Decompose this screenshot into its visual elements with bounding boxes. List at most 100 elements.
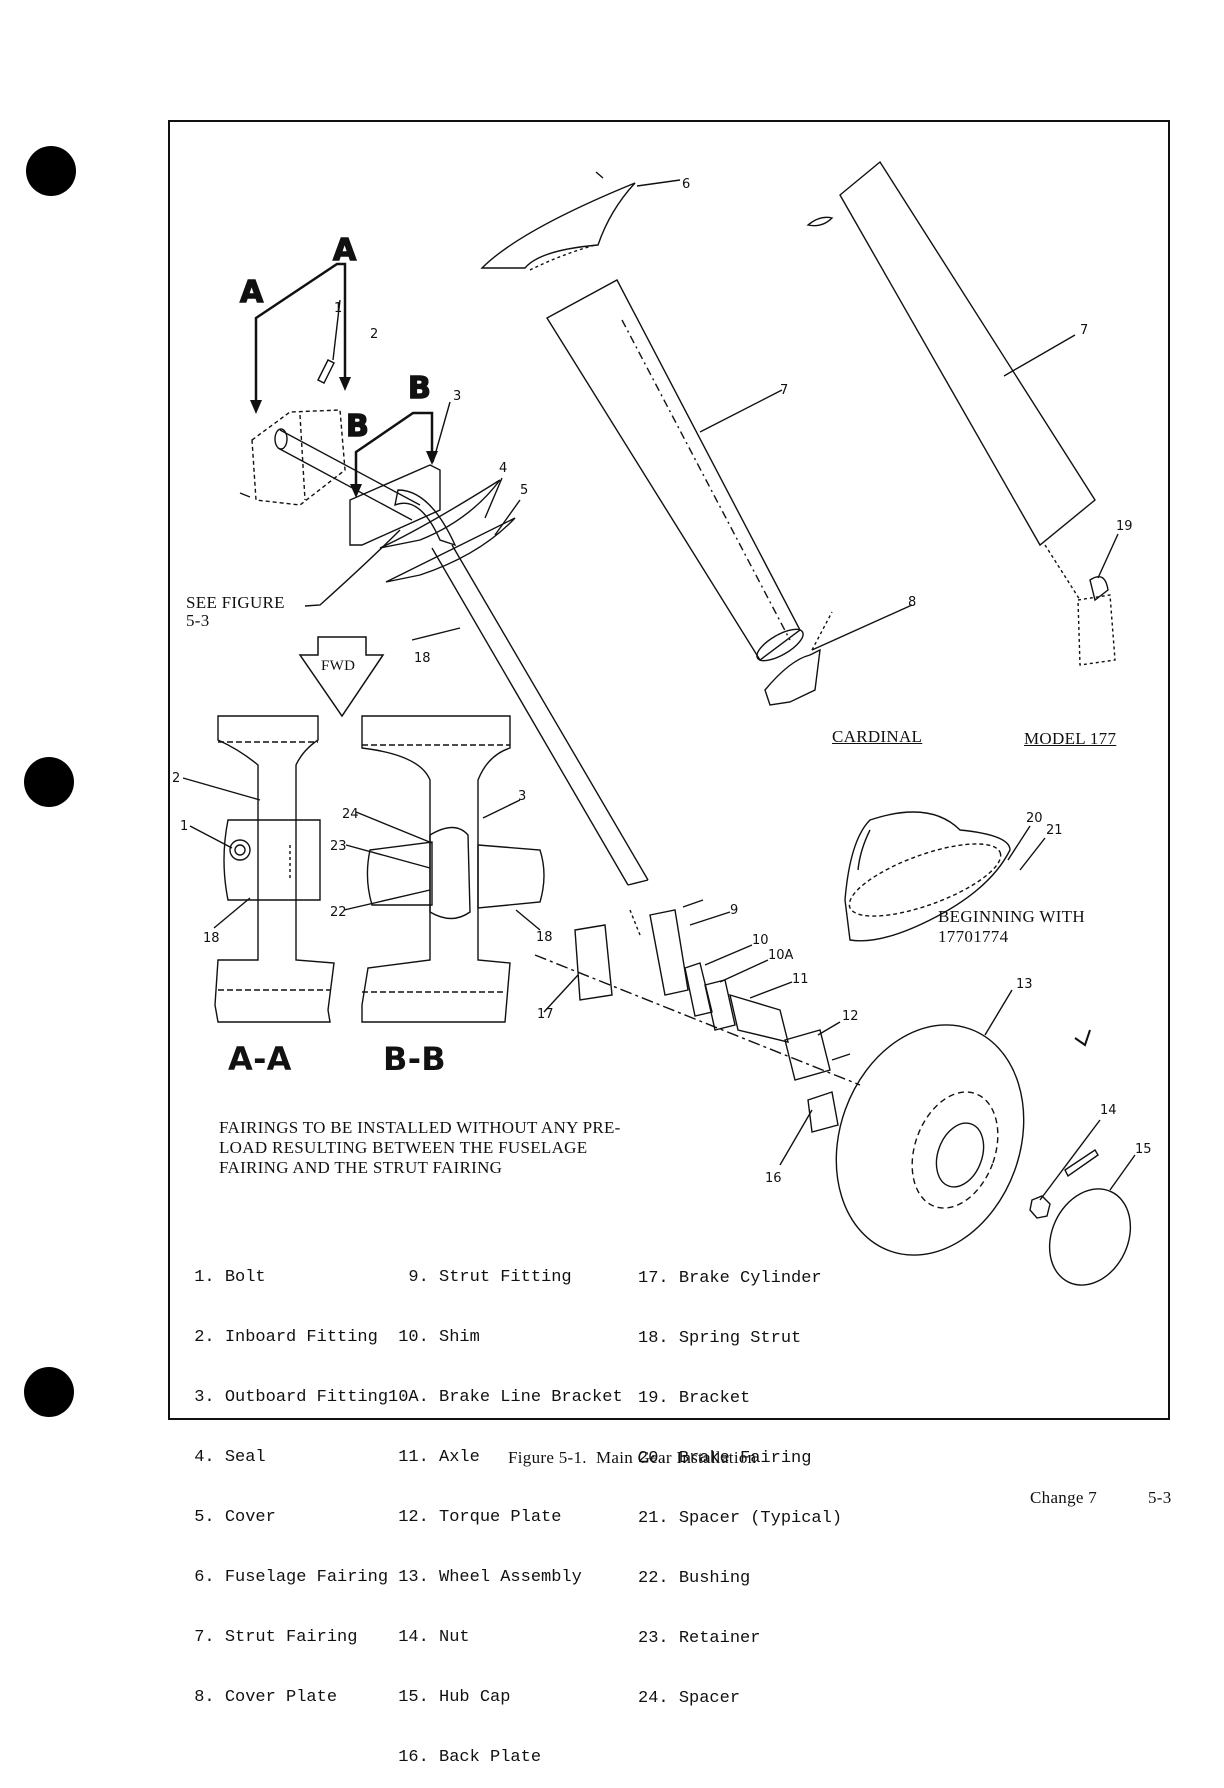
callout-4: 4 — [499, 461, 507, 476]
callout-7-right: 7 — [1080, 323, 1088, 338]
callout-16: 16 — [765, 1171, 782, 1186]
list-item: 10A. Brake Line Bracket — [388, 1388, 623, 1407]
callout-21: 21 — [1046, 823, 1063, 838]
main-gear-illustration: A A B B — [172, 160, 1152, 1286]
callout-18-bb: 18 — [536, 930, 553, 945]
axle-drawing — [729, 993, 789, 1043]
parts-list-column-2: 9. Strut Fitting 10. Shim 10A. Brake Lin… — [388, 1228, 623, 1788]
bracket-clip — [1089, 576, 1109, 602]
section-b-letter-upper: B — [408, 371, 431, 406]
list-item: 12. Torque Plate — [388, 1508, 562, 1527]
cardinal-label: CARDINAL — [832, 727, 923, 746]
list-item: 17. Brake Cylinder — [638, 1269, 822, 1288]
note-line-3: FAIRING AND THE STRUT FAIRING — [219, 1158, 503, 1177]
spring-strut-drawing — [431, 544, 649, 886]
brake-line-bracket-drawing — [704, 979, 736, 1031]
fairing-clip — [806, 216, 834, 227]
back-plate-drawing — [807, 1091, 839, 1133]
fwd-label: FWD — [321, 658, 356, 674]
callout-leader-8 — [811, 604, 913, 651]
parts-list-column-1: 1. Bolt 2. Inboard Fitting 3. Outboard F… — [184, 1228, 388, 1728]
strut-fairing-left-end — [756, 628, 804, 662]
wheel-center — [935, 1122, 985, 1188]
change-number: Change 7 — [1030, 1488, 1098, 1507]
callout-leader-24 — [355, 811, 433, 844]
callout-6: 6 — [682, 177, 690, 192]
figure-frame — [168, 120, 1170, 1420]
outboard-fitting-drawing — [349, 464, 441, 546]
callout-leader-18 — [411, 627, 461, 641]
bracket-hidden-line — [1044, 544, 1081, 601]
bracket-drawing — [1077, 594, 1116, 666]
cover-plate-drawing — [764, 648, 821, 706]
callout-leader-4 — [484, 477, 503, 519]
fwd-arrow — [298, 636, 385, 718]
hub-cap-drawing — [1048, 1188, 1132, 1286]
list-item: 6. Fuselage Fairing — [184, 1568, 389, 1587]
callout-22: 22 — [330, 905, 347, 920]
see-figure-number: 5-3 — [186, 611, 210, 630]
callout-5: 5 — [520, 483, 528, 498]
see-figure-label: SEE FIGURE — [186, 593, 285, 612]
section-bb-view — [361, 715, 545, 1023]
list-item: 5. Cover — [184, 1508, 276, 1527]
callout-18-top: 18 — [414, 651, 431, 666]
callout-23: 23 — [330, 839, 347, 854]
spring-strut-end — [627, 879, 649, 886]
parts-list-column-3: 17. Brake Cylinder 18. Spring Strut 19. … — [638, 1229, 842, 1729]
section-b-letter-lower: B — [346, 409, 369, 444]
list-item: 18. Spring Strut — [638, 1329, 802, 1348]
callout-leader-3-bb — [482, 799, 521, 819]
callout-leader-15 — [1109, 1154, 1136, 1191]
bolt-drawing — [317, 359, 335, 384]
list-item: 21. Spacer (Typical) — [638, 1509, 843, 1528]
brake-fairing-drawing — [844, 811, 1011, 942]
callout-15: 15 — [1135, 1142, 1152, 1157]
page-number: 5-3 — [1148, 1488, 1172, 1507]
wheel-tire-drawing — [835, 1024, 1025, 1256]
callout-3-bb: 3 — [518, 789, 526, 804]
fuselage-fairing-hidden-edge — [529, 244, 596, 271]
model-label: MODEL 177 — [1024, 729, 1117, 748]
callout-9: 9 — [730, 903, 738, 918]
callout-leader-3 — [432, 401, 451, 463]
seal-drawing — [379, 479, 501, 549]
note-line-1: FAIRINGS TO BE INSTALLED WITHOUT ANY PRE… — [219, 1118, 621, 1137]
callout-leader-7-right — [1003, 334, 1076, 377]
serial-number-label: 17701774 — [938, 927, 1009, 946]
callout-18-aa: 18 — [203, 931, 220, 946]
callout-leader-14 — [1039, 1119, 1101, 1201]
callout-leader-18-bb — [515, 909, 541, 931]
screw-detail — [595, 171, 604, 179]
brake-fairing-edge — [857, 829, 871, 871]
list-item: 20. Brake Fairing — [638, 1449, 812, 1468]
callout-2-top: 2 — [370, 327, 378, 342]
callout-leader-19 — [1097, 533, 1119, 579]
list-item: 8. Cover Plate — [184, 1688, 338, 1707]
list-item: 23. Retainer — [638, 1629, 761, 1648]
figure-caption: Figure 5-1. Main Gear Installation — [508, 1448, 757, 1467]
list-item: 15. Hub Cap — [388, 1688, 511, 1707]
callout-24: 24 — [342, 807, 359, 822]
callout-10a: 10A — [768, 948, 794, 963]
nut-drawing — [1029, 1195, 1051, 1219]
callout-leader-10 — [704, 944, 753, 966]
list-item: 10. Shim — [388, 1328, 480, 1347]
callout-leader-23 — [345, 844, 431, 869]
callout-8: 8 — [908, 595, 916, 610]
callout-2-aa: 2 — [172, 771, 180, 786]
brake-cylinder-drawing — [574, 924, 613, 1001]
bolt-12 — [831, 1053, 851, 1061]
wheel-hub-drawing — [911, 1091, 999, 1209]
callout-leader-16 — [779, 1109, 813, 1166]
callout-leader-10a — [719, 959, 769, 983]
list-item: 2. Inboard Fitting — [184, 1328, 378, 1347]
binder-hole-top — [26, 146, 76, 196]
bolt-9 — [682, 899, 704, 908]
small-part-detail — [1074, 1029, 1091, 1047]
strut-end — [274, 428, 288, 450]
binder-hole-middle — [24, 757, 74, 807]
list-item: 16. Back Plate — [388, 1748, 542, 1767]
callout-leader-22 — [343, 889, 431, 911]
screw-line — [811, 611, 833, 651]
